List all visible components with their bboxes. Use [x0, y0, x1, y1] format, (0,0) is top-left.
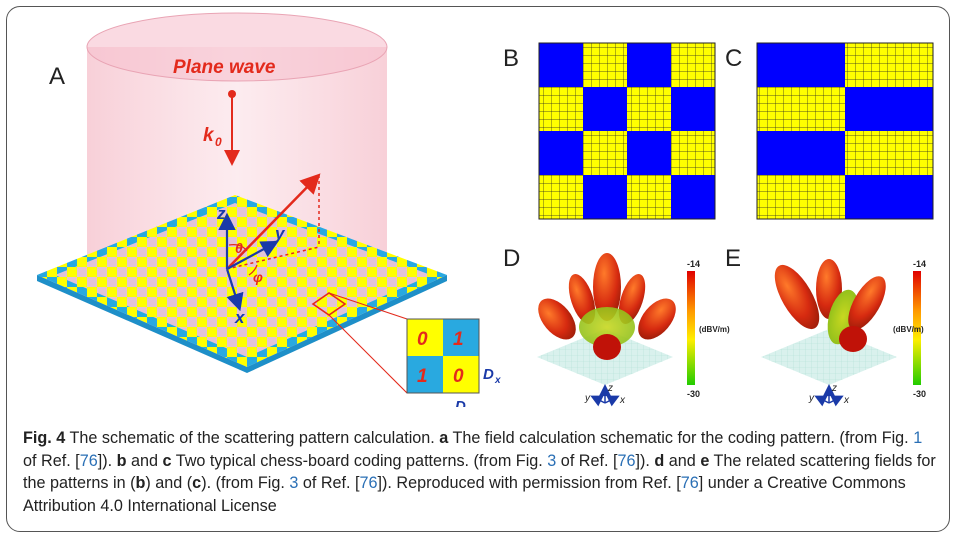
- panel-letter-c: C: [725, 45, 743, 72]
- small-axis-y-d: y: [584, 393, 591, 404]
- colorbar-e-unit: (dBV/m): [893, 325, 924, 334]
- small-axis-z-e: z: [831, 383, 837, 394]
- caption-text: ] under a Creative Commons Attribution 4…: [23, 474, 906, 515]
- caption-text: The schematic of the scattering pattern …: [65, 429, 440, 447]
- coding-pattern-c: [756, 42, 934, 220]
- panel-letter-a: A: [49, 63, 66, 90]
- theta-label: θ: [235, 240, 243, 256]
- axis-y-label: y: [274, 224, 286, 243]
- dx-subscript: x: [494, 375, 501, 386]
- small-axis-z-d: z: [607, 383, 613, 394]
- caption-fig-label: Fig. 4: [23, 429, 66, 447]
- coordinate-axes: [218, 212, 279, 312]
- cell-11-label: 0: [453, 366, 464, 387]
- small-axes-d: [590, 384, 620, 407]
- scattering-field-e: [761, 259, 897, 385]
- caption-ref-link[interactable]: 76: [617, 451, 636, 470]
- k0-label: k: [203, 125, 215, 146]
- caption-ref-link[interactable]: 76: [359, 474, 378, 492]
- dy-label: D: [455, 398, 466, 407]
- caption-text: ]). Reproduced with permission from Ref.…: [377, 474, 681, 492]
- zoom-indicator: [311, 292, 408, 394]
- scattered-vector: [226, 173, 321, 276]
- caption-text: The field calculation schematic for the …: [448, 429, 914, 447]
- caption-bold-a: a: [439, 429, 449, 447]
- figure-caption: Fig. 4 The schematic of the scattering p…: [23, 427, 937, 517]
- colorbar-d: [687, 271, 695, 385]
- caption-bold-b: b: [116, 451, 127, 470]
- caption-text: Two typical chess-board coding patterns.…: [171, 451, 548, 470]
- axis-z-label: z: [216, 204, 226, 223]
- caption-text: of Ref. [: [23, 451, 80, 470]
- caption-text: and: [664, 451, 701, 470]
- panel-letter-e: E: [725, 245, 742, 272]
- caption-ref-link[interactable]: 3: [289, 474, 299, 492]
- caption-text: The related scattering fields for the pa…: [23, 451, 936, 493]
- caption-text: ]).: [97, 451, 117, 470]
- scattering-field-d: [537, 253, 676, 385]
- colorbar-e-max: -14: [913, 259, 926, 269]
- panel-letter-d: D: [503, 245, 521, 272]
- phi-label: φ: [253, 269, 263, 285]
- cell-00-label: 0: [417, 329, 428, 350]
- panel-letter-b: B: [503, 45, 520, 72]
- small-axis-x-e: x: [843, 395, 850, 406]
- k0-subscript: 0: [215, 135, 222, 149]
- caption-ref-link[interactable]: 1: [913, 429, 923, 447]
- figure-graphic: Plane wave k 0 z y x θ φ 0 1 1 0 D x D y…: [37, 12, 934, 407]
- plane-wave-label: Plane wave: [173, 57, 276, 78]
- small-axis-y-e: y: [808, 393, 815, 404]
- caption-bold-e: e: [700, 451, 710, 470]
- axis-x-label: x: [234, 308, 246, 327]
- caption-bold-d: d: [654, 451, 665, 470]
- caption-bold-b: b: [135, 474, 146, 492]
- small-axes-e: [814, 384, 844, 407]
- dx-label: D: [483, 366, 494, 383]
- caption-text: ]).: [635, 451, 655, 470]
- caption-text: of Ref. [: [298, 474, 360, 492]
- caption-text: and: [126, 451, 163, 470]
- cell-10-label: 1: [417, 366, 428, 387]
- colorbar-e: [913, 271, 921, 385]
- metasurface-board: [37, 195, 447, 373]
- small-axis-x-d: x: [619, 395, 626, 406]
- colorbar-e-min: -30: [913, 389, 926, 399]
- colorbar-d-max: -14: [687, 259, 700, 269]
- caption-bold-c: c: [162, 451, 172, 470]
- unit-cell-zoom: [406, 318, 480, 394]
- caption-text: of Ref. [: [556, 451, 618, 470]
- caption-ref-link[interactable]: 76: [680, 474, 699, 492]
- wave-vector-arrow: [224, 90, 240, 166]
- caption-ref-link[interactable]: 76: [79, 451, 98, 470]
- colorbar-d-min: -30: [687, 389, 700, 399]
- colorbar-d-unit: (dBV/m): [699, 325, 730, 334]
- coding-pattern-b: [538, 42, 716, 220]
- caption-ref-link[interactable]: 3: [547, 451, 557, 470]
- caption-text: ) and (: [145, 474, 193, 492]
- figure-frame: Plane wave k 0 z y x θ φ 0 1 1 0 D x D y…: [6, 6, 950, 532]
- caption-bold-c: c: [192, 474, 202, 492]
- cell-01-label: 1: [453, 329, 464, 350]
- caption-text: ). (from Fig.: [201, 474, 290, 492]
